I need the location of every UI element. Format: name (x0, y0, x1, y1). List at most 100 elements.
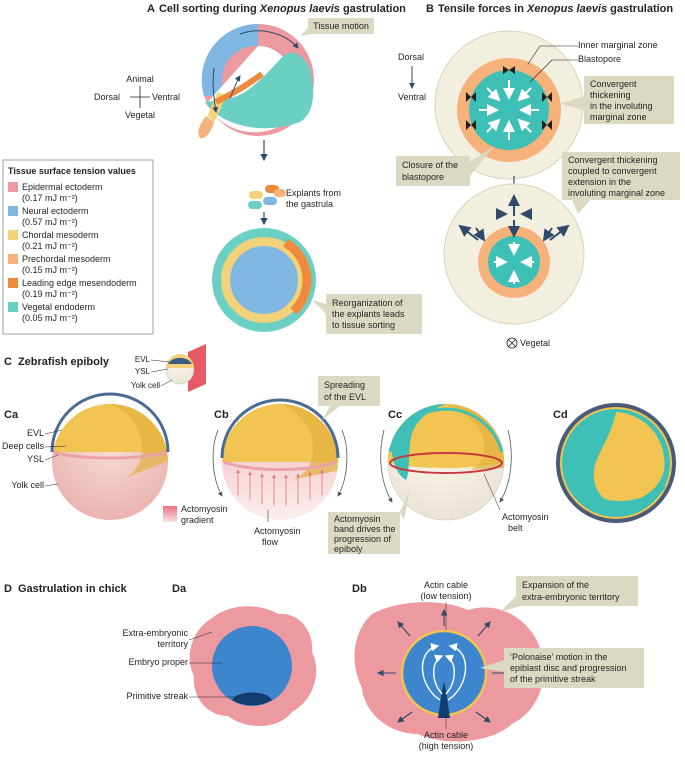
legend-swatch (8, 302, 18, 312)
legend-item-name: Vegetal endoderm (22, 302, 95, 312)
legend-swatch (8, 230, 18, 240)
inner-marginal-zone-label: Inner marginal zone (578, 40, 658, 50)
legend-item-value: (0.17 mJ m⁻²) (22, 193, 78, 203)
legend-item-value: (0.57 mJ m⁻²) (22, 217, 78, 227)
explant-pieces (248, 185, 286, 209)
inset-evl-label: EVL (135, 355, 151, 364)
tissue-motion-label: Tissue motion (313, 21, 369, 31)
conv-label-4: marginal zone (590, 112, 647, 122)
embryo-cb (212, 398, 348, 520)
legend-swatch (8, 278, 18, 288)
band-label-1: Actomyosin (334, 514, 381, 524)
ca-yolk-label: Yolk cell (11, 480, 44, 490)
flow-label-2: flow (262, 537, 279, 547)
axis-dorsal-label: Dorsal (94, 92, 120, 102)
actin-top-label-2: (low tension) (420, 591, 471, 601)
legend-swatch (8, 206, 18, 216)
band-callout (328, 512, 400, 554)
axis-orientation: Animal Dorsal Ventral Vegetal (94, 74, 180, 120)
db-label: Db (352, 583, 367, 595)
expansion-callout (516, 576, 638, 606)
cc-label: Cc (388, 409, 402, 421)
extra-label-2: territory (157, 639, 188, 649)
spreading-label-2: of the EVL (324, 392, 366, 402)
coupled-label-2: coupled to convergent (568, 166, 657, 176)
legend-swatch (8, 182, 18, 192)
coupled-label-4: involuting marginal zone (568, 188, 665, 198)
legend-item-name: Leading edge mesendoderm (22, 278, 137, 288)
actin-bottom-label-1: Actin cable (424, 730, 468, 740)
sorted-aggregate (212, 228, 316, 332)
blastopore-label: Blastopore (578, 54, 621, 64)
inset-ysl-label: YSL (135, 367, 151, 376)
band-label-3: progression of (334, 534, 392, 544)
gastrula-embryo (198, 23, 314, 139)
reorganization-callout (326, 294, 422, 334)
explants-label-1: Explants from (286, 188, 341, 198)
band-label-2: band drives the (334, 524, 396, 534)
zebrafish-inset (165, 344, 206, 392)
reorg-label-2: the explants leads (332, 309, 405, 319)
embryo-ca (50, 392, 170, 520)
coupled-label-3: extension in the (568, 177, 631, 187)
primitive-streak-label: Primitive streak (126, 691, 188, 701)
embryo-cd (556, 403, 676, 523)
coupled-extension-callout (562, 152, 680, 200)
b-ventral-label: Ventral (398, 92, 426, 102)
axis-ventral-label: Ventral (152, 92, 180, 102)
polonaise-label-3: of the primitive streak (510, 674, 596, 684)
coupled-label-1: Convergent thickening (568, 155, 658, 165)
cd-label: Cd (553, 409, 568, 421)
legend-swatch (8, 254, 18, 264)
b-vegetal-label: Vegetal (520, 338, 550, 348)
legend-item-name: Chordal mesoderm (22, 230, 99, 240)
into-page-icon (506, 337, 518, 349)
explants-label-2: the gastrula (286, 199, 333, 209)
chick-da (189, 606, 317, 727)
ca-deep-label: Deep cells (2, 441, 45, 451)
b-embryo-bottom (443, 183, 585, 325)
polonaise-label-1: ‘Polonaise’ motion in the (510, 652, 607, 662)
gradient-label-2: gradient (181, 515, 214, 525)
gradient-label-1: Actomyosin (181, 504, 228, 514)
cb-label: Cb (214, 409, 229, 421)
reorg-label-1: Reorganization of (332, 298, 403, 308)
flow-label-1: Actomyosin (254, 526, 301, 536)
expansion-label-2: extra-embryonic territory (522, 592, 620, 602)
conv-label-2: thickening (590, 90, 631, 100)
actomyosin-gradient-swatch (163, 506, 177, 522)
closure-label-2: blastopore (402, 172, 444, 182)
spreading-label-1: Spreading (324, 380, 365, 390)
convergent-thickening-callout (584, 76, 674, 124)
legend-item-name: Neural ectoderm (22, 206, 89, 216)
closure-label-1: Closure of the (402, 160, 458, 170)
band-label-4: epiboly (334, 544, 363, 554)
spreading-callout (318, 376, 380, 406)
actin-top-label-1: Actin cable (424, 580, 468, 590)
ca-label: Ca (4, 409, 19, 421)
tension-legend: Tissue surface tension values Epidermal … (2, 159, 154, 335)
conv-label-1: Convergent (590, 79, 637, 89)
legend-item-name: Prechordal mesoderm (22, 254, 111, 264)
belt-label-2: belt (508, 523, 523, 533)
polonaise-callout (504, 648, 644, 688)
ca-ysl-label: YSL (27, 454, 44, 464)
legend-item-name: Epidermal ectoderm (22, 182, 103, 192)
legend-item-value: (0.05 mJ m⁻²) (22, 313, 78, 323)
legend-item-value: (0.15 mJ m⁻²) (22, 265, 78, 275)
extra-label-1: Extra-embryonic (122, 628, 188, 638)
b-dorsal-label: Dorsal (398, 52, 424, 62)
inset-yolk-label: Yolk cell (131, 381, 160, 390)
legend-item-value: (0.19 mJ m⁻²) (22, 289, 78, 299)
legend-item-value: (0.21 mJ m⁻²) (22, 241, 78, 251)
tissue-motion-callout (308, 18, 374, 34)
closure-callout (396, 156, 470, 186)
